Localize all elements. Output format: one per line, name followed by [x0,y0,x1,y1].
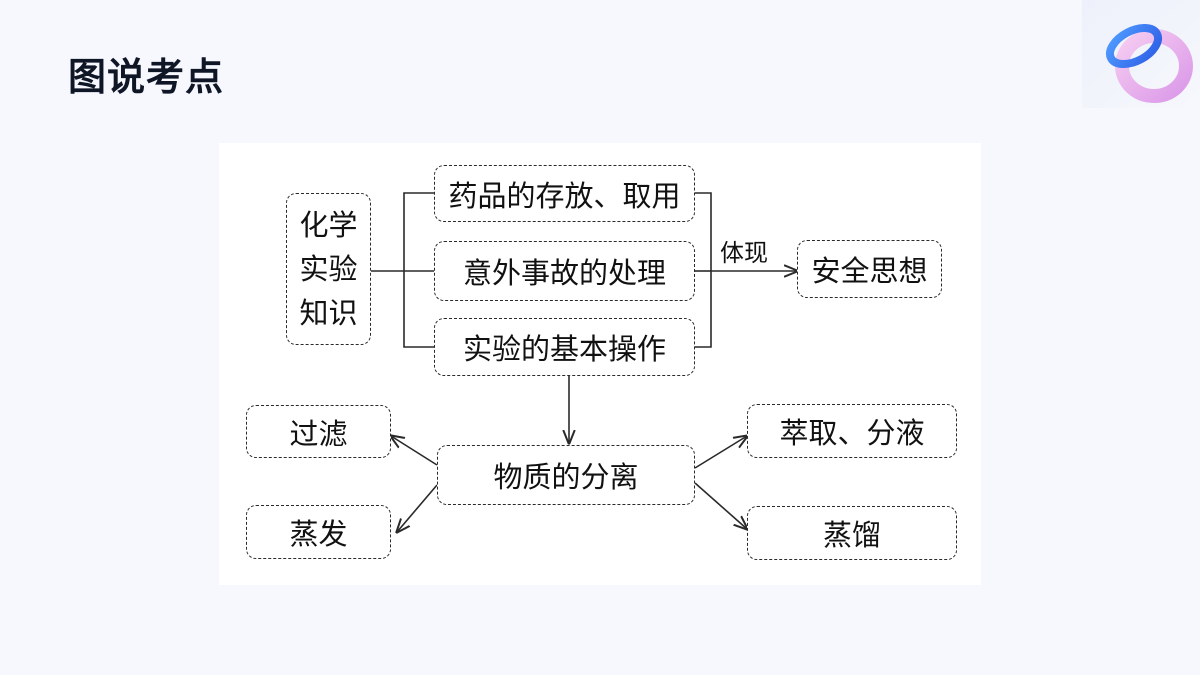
arrow-to-distill [694,482,747,529]
diagram-connectors [371,192,981,585]
root-line: 实验 [299,252,358,286]
separation-node: 物质的分离 [437,445,695,505]
root-line: 化学 [299,208,358,242]
outcome-node: 安全思想 [797,240,942,298]
root-line: 知识 [299,296,358,330]
topic-storage: 药品的存放、取用 [434,165,695,222]
knowledge-diagram: 化学 实验 知识 药品的存放、取用 意外事故的处理 实验的基本操作 体现 安全思… [219,143,981,585]
right-bracket [695,192,712,348]
arrow-to-evaporate [397,484,438,532]
page-title: 图说考点 [68,55,225,99]
method-evaporate: 蒸发 [246,505,391,559]
topic-operation: 实验的基本操作 [434,318,695,376]
arrow-to-filter [391,436,438,466]
ring-decoration-icon [1082,0,1200,108]
method-extract: 萃取、分液 [747,404,957,458]
method-distill: 蒸馏 [747,506,957,560]
method-filter: 过滤 [246,405,391,458]
root-node: 化学 实验 知识 [286,193,371,345]
left-bracket [403,192,434,348]
relation-label: 体现 [720,239,768,267]
arrow-to-extract [694,436,747,469]
topic-accident: 意外事故的处理 [434,241,695,301]
